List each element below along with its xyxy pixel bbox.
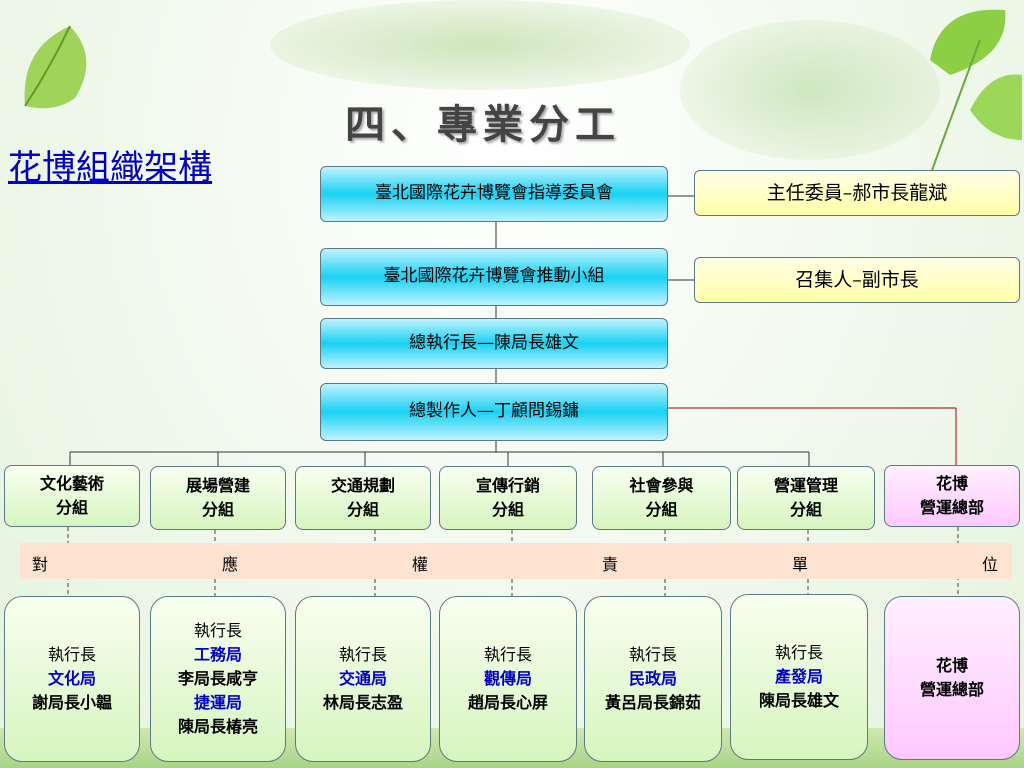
group-line1: 花博	[935, 474, 968, 493]
committee-note-box: 主任委員–郝市長龍斌	[694, 170, 1020, 216]
ceo-label: 總執行長—陳局長雄文	[409, 332, 579, 353]
unit-line1: 花博	[935, 656, 968, 675]
unit-dept: 捷運局	[193, 693, 242, 712]
group-box: 宣傳行銷 分組	[439, 466, 577, 530]
unit-dept: 觀傳局	[483, 669, 532, 688]
group-line2: 分組	[55, 498, 88, 517]
band-char: 對	[32, 555, 49, 574]
group-line2: 分組	[789, 500, 822, 519]
unit-box: 執行長 交通局 林局長志盈	[295, 596, 431, 762]
unit-dept: 文化局	[47, 669, 96, 688]
band-char: 單	[792, 555, 809, 574]
unit-role: 執行長	[628, 645, 677, 664]
unit-box: 執行長 文化局 謝局長小韞	[4, 596, 140, 762]
unit-role: 執行長	[193, 621, 242, 640]
group-line1: 社會參與	[629, 476, 694, 495]
org-chart-link[interactable]: 花博組織架構	[8, 148, 212, 188]
team-note-box: 召集人–副市長	[694, 257, 1020, 303]
leaf-icon	[924, 9, 1022, 191]
unit-person: 陳局長雄文	[758, 691, 839, 710]
group-box: 文化藝術 分組	[4, 465, 140, 527]
team-label: 臺北國際花卉博覽會推動小組	[383, 266, 605, 287]
team-note-label: 召集人–副市長	[795, 268, 919, 291]
group-line1: 文化藝術	[39, 474, 104, 493]
team-box: 臺北國際花卉博覽會推動小組	[320, 248, 668, 306]
unit-box: 執行長 觀傳局 趙局長心屏	[439, 596, 577, 762]
committee-note-label: 主任委員–郝市長龍斌	[766, 181, 948, 204]
unit-box: 執行長 產發局 陳局長雄文	[730, 594, 868, 760]
background-blur	[270, 0, 690, 90]
group-box: 社會參與 分組	[592, 466, 731, 530]
group-box: 花博 營運總部	[884, 465, 1020, 527]
unit-dept: 工務局	[193, 645, 242, 664]
unit-line2: 營運總部	[919, 680, 984, 699]
band-char: 權	[412, 555, 429, 574]
responsibility-band: 對 應 權 責 單 位	[20, 543, 1012, 579]
background-blur	[680, 20, 940, 160]
unit-box: 花博 營運總部	[884, 596, 1020, 760]
group-line1: 展場營建	[185, 476, 250, 495]
group-line1: 營運管理	[773, 476, 838, 495]
unit-person: 趙局長心屏	[467, 693, 548, 712]
unit-role: 執行長	[338, 645, 387, 664]
group-box: 展場營建 分組	[150, 466, 286, 530]
unit-role: 執行長	[774, 643, 823, 662]
group-box: 交通規劃 分組	[295, 466, 431, 530]
group-line2: 分組	[201, 500, 234, 519]
unit-box: 執行長 民政局 黃呂局長錦茹	[584, 596, 722, 762]
producer-label: 總製作人—丁顧問錫鏞	[409, 401, 579, 422]
group-line2: 分組	[645, 500, 678, 519]
band-char: 位	[982, 555, 999, 574]
group-line2: 分組	[491, 500, 524, 519]
ceo-box: 總執行長—陳局長雄文	[320, 318, 668, 369]
unit-person: 謝局長小韞	[31, 693, 112, 712]
group-line1: 宣傳行銷	[475, 476, 540, 495]
unit-dept: 民政局	[628, 669, 677, 688]
committee-label: 臺北國際花卉博覽會指導委員會	[375, 183, 613, 204]
unit-dept: 產發局	[774, 667, 823, 686]
group-box: 營運管理 分組	[737, 466, 875, 530]
unit-person: 林局長志盈	[322, 693, 403, 712]
unit-person: 黃呂局長錦茹	[604, 693, 701, 712]
unit-role: 執行長	[483, 645, 532, 664]
band-char: 責	[602, 555, 619, 574]
unit-dept: 交通局	[338, 669, 387, 688]
group-line2: 營運總部	[919, 498, 984, 517]
unit-role: 執行長	[47, 645, 96, 664]
unit-person: 李局長咸亨	[177, 669, 258, 688]
unit-person: 陳局長椿亮	[177, 717, 258, 736]
group-line2: 分組	[346, 500, 379, 519]
group-line1: 交通規劃	[330, 476, 395, 495]
page-title: 四、專業分工	[345, 101, 621, 148]
leaf-icon	[24, 25, 87, 109]
unit-box: 執行長 工務局 李局長咸亨 捷運局 陳局長椿亮	[150, 596, 286, 762]
band-char: 應	[222, 555, 239, 574]
producer-box: 總製作人—丁顧問錫鏞	[320, 383, 668, 441]
committee-box: 臺北國際花卉博覽會指導委員會	[320, 166, 668, 222]
